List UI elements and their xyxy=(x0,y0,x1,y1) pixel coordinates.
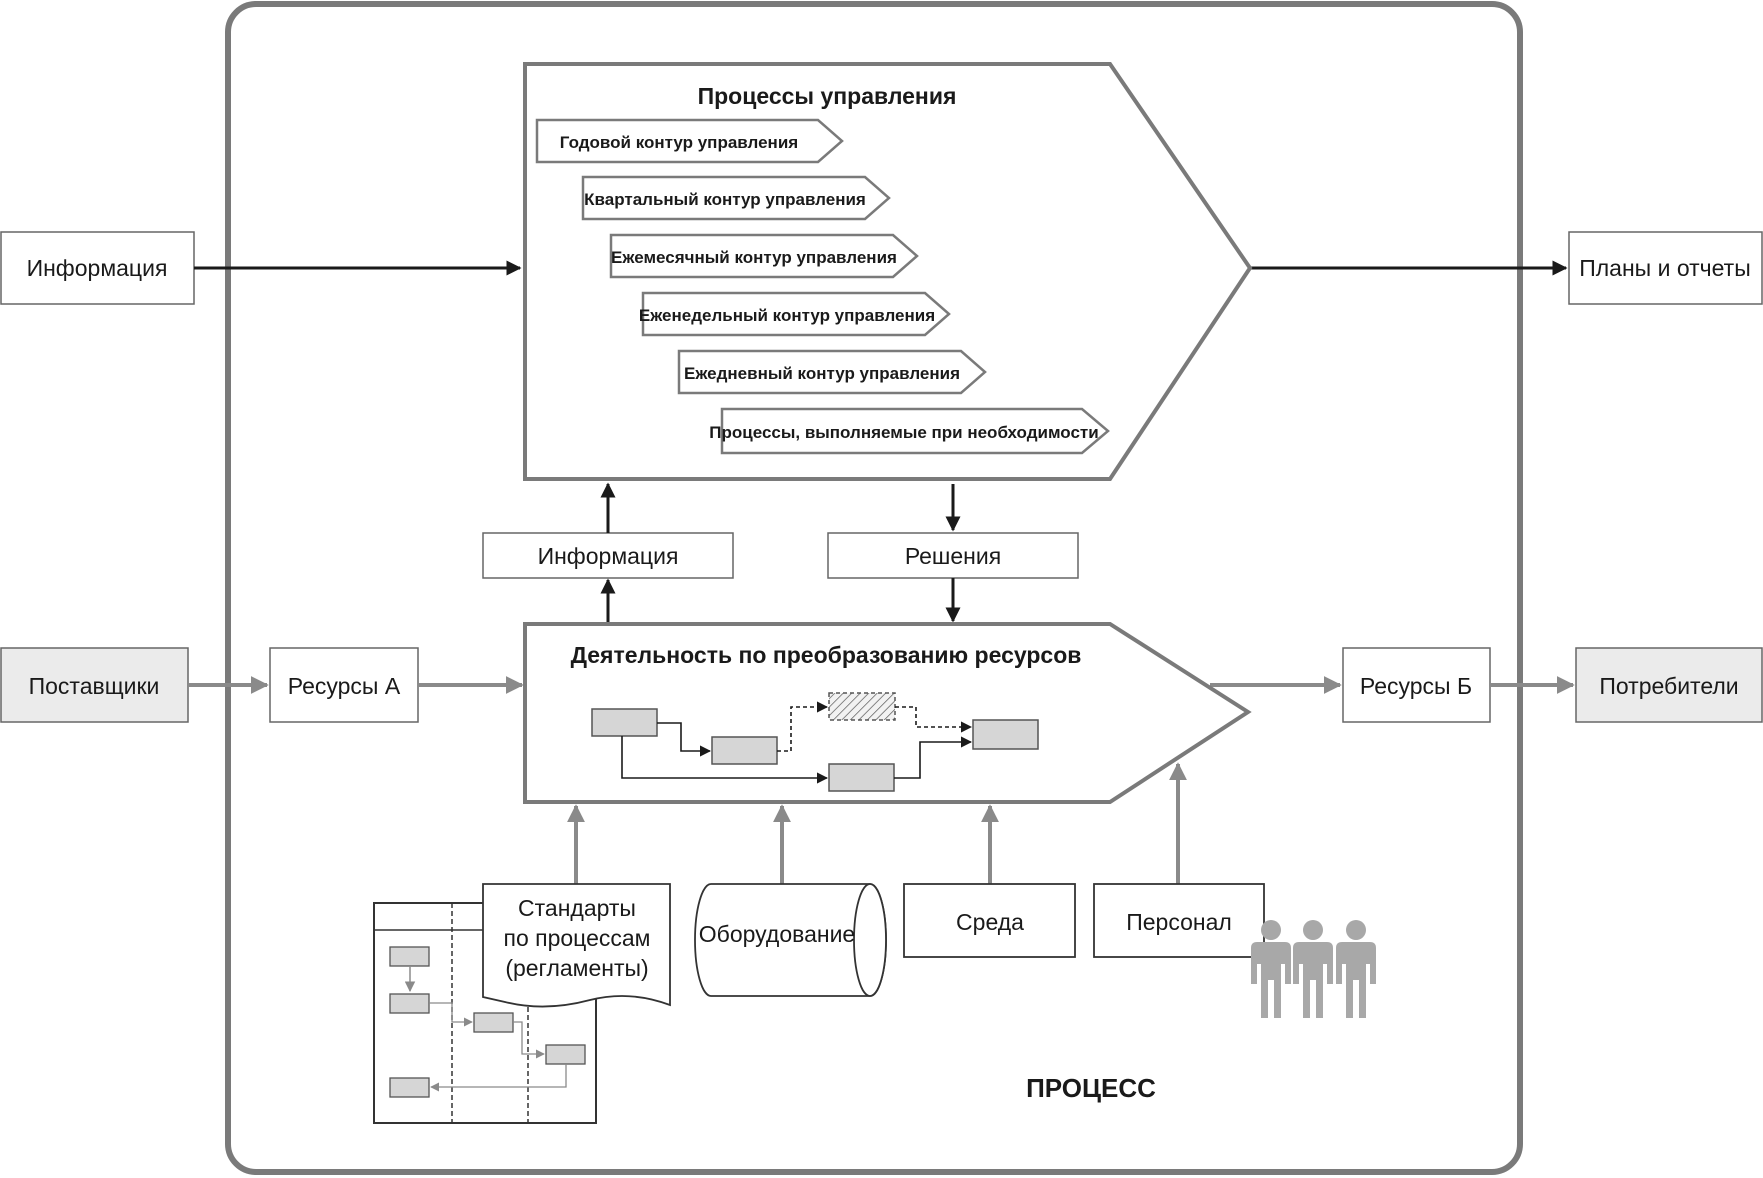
contour-as-needed: Процессы, выполняемые при необходимости xyxy=(709,407,1110,455)
svg-text:по процессам: по процессам xyxy=(504,925,651,951)
svg-text:Персонал: Персонал xyxy=(1126,909,1232,935)
svg-text:Квартальный контур управления: Квартальный контур управления xyxy=(584,190,866,209)
contour-quarterly: Квартальный контур управления xyxy=(581,175,891,221)
svg-text:Ежемесячный контур управления: Ежемесячный контур управления xyxy=(611,248,897,267)
contour-weekly: Еженедельный контур управления xyxy=(639,291,951,337)
consumers-box: Потребители xyxy=(1575,647,1763,723)
contour-daily: Ежедневный контур управления xyxy=(677,349,987,395)
suppliers-box: Поставщики xyxy=(0,647,189,723)
equipment-cylinder: Оборудование xyxy=(694,883,887,997)
mini-box-4 xyxy=(972,719,1039,750)
svg-text:Информация: Информация xyxy=(538,543,679,569)
mid-decisions-box: Решения xyxy=(827,532,1079,579)
svg-text:(регламенты): (регламенты) xyxy=(505,955,648,981)
svg-text:Годовой контур управления: Годовой контур управления xyxy=(560,133,798,152)
resources-b-box: Ресурсы Б xyxy=(1342,647,1491,723)
svg-text:Информация: Информация xyxy=(27,255,168,281)
plans-reports-box: Планы и отчеты xyxy=(1568,231,1763,305)
svg-text:Планы и отчеты: Планы и отчеты xyxy=(1579,255,1751,281)
svg-text:Деятельность по преобразованию: Деятельность по преобразованию ресурсов xyxy=(571,642,1082,668)
process-frame xyxy=(225,1,1523,1175)
svg-text:Потребители: Потребители xyxy=(1599,673,1738,699)
personnel-people-icon xyxy=(1251,920,1376,1018)
contour-annual: Годовой контур управления xyxy=(535,118,844,164)
svg-text:Ежедневный контур управления: Ежедневный контур управления xyxy=(684,364,960,383)
mini-box-3 xyxy=(828,763,895,792)
svg-text:Среда: Среда xyxy=(956,909,1024,935)
environment-box: Среда xyxy=(903,883,1076,958)
svg-text:Еженедельный контур управления: Еженедельный контур управления xyxy=(639,306,935,325)
mini-box-2 xyxy=(711,736,778,765)
svg-text:Процессы управления: Процессы управления xyxy=(698,83,957,109)
personnel-box: Персонал xyxy=(1093,883,1265,958)
svg-text:Решения: Решения xyxy=(905,543,1001,569)
svg-text:Ресурсы Б: Ресурсы Б xyxy=(1360,673,1472,699)
svg-text:Стандарты: Стандарты xyxy=(518,895,636,921)
activity-mini-flow xyxy=(591,692,1039,792)
svg-text:Поставщики: Поставщики xyxy=(29,673,160,699)
svg-text:Оборудование: Оборудование xyxy=(699,921,855,947)
contour-monthly: Ежемесячный контур управления xyxy=(609,233,919,279)
mini-box-1 xyxy=(591,708,658,737)
info-in-box: Информация xyxy=(0,231,195,305)
svg-text:Ресурсы А: Ресурсы А xyxy=(288,673,401,699)
process-label: ПРОЦЕСС xyxy=(1026,1073,1156,1103)
standards-document: Стандарты по процессам (регламенты) xyxy=(482,883,671,1008)
mid-information-box: Информация xyxy=(482,532,734,579)
resources-a-box: Ресурсы А xyxy=(269,647,419,723)
mini-box-hatched xyxy=(828,692,896,721)
svg-text:Процессы, выполняемые при необ: Процессы, выполняемые при необходимости xyxy=(709,423,1098,442)
